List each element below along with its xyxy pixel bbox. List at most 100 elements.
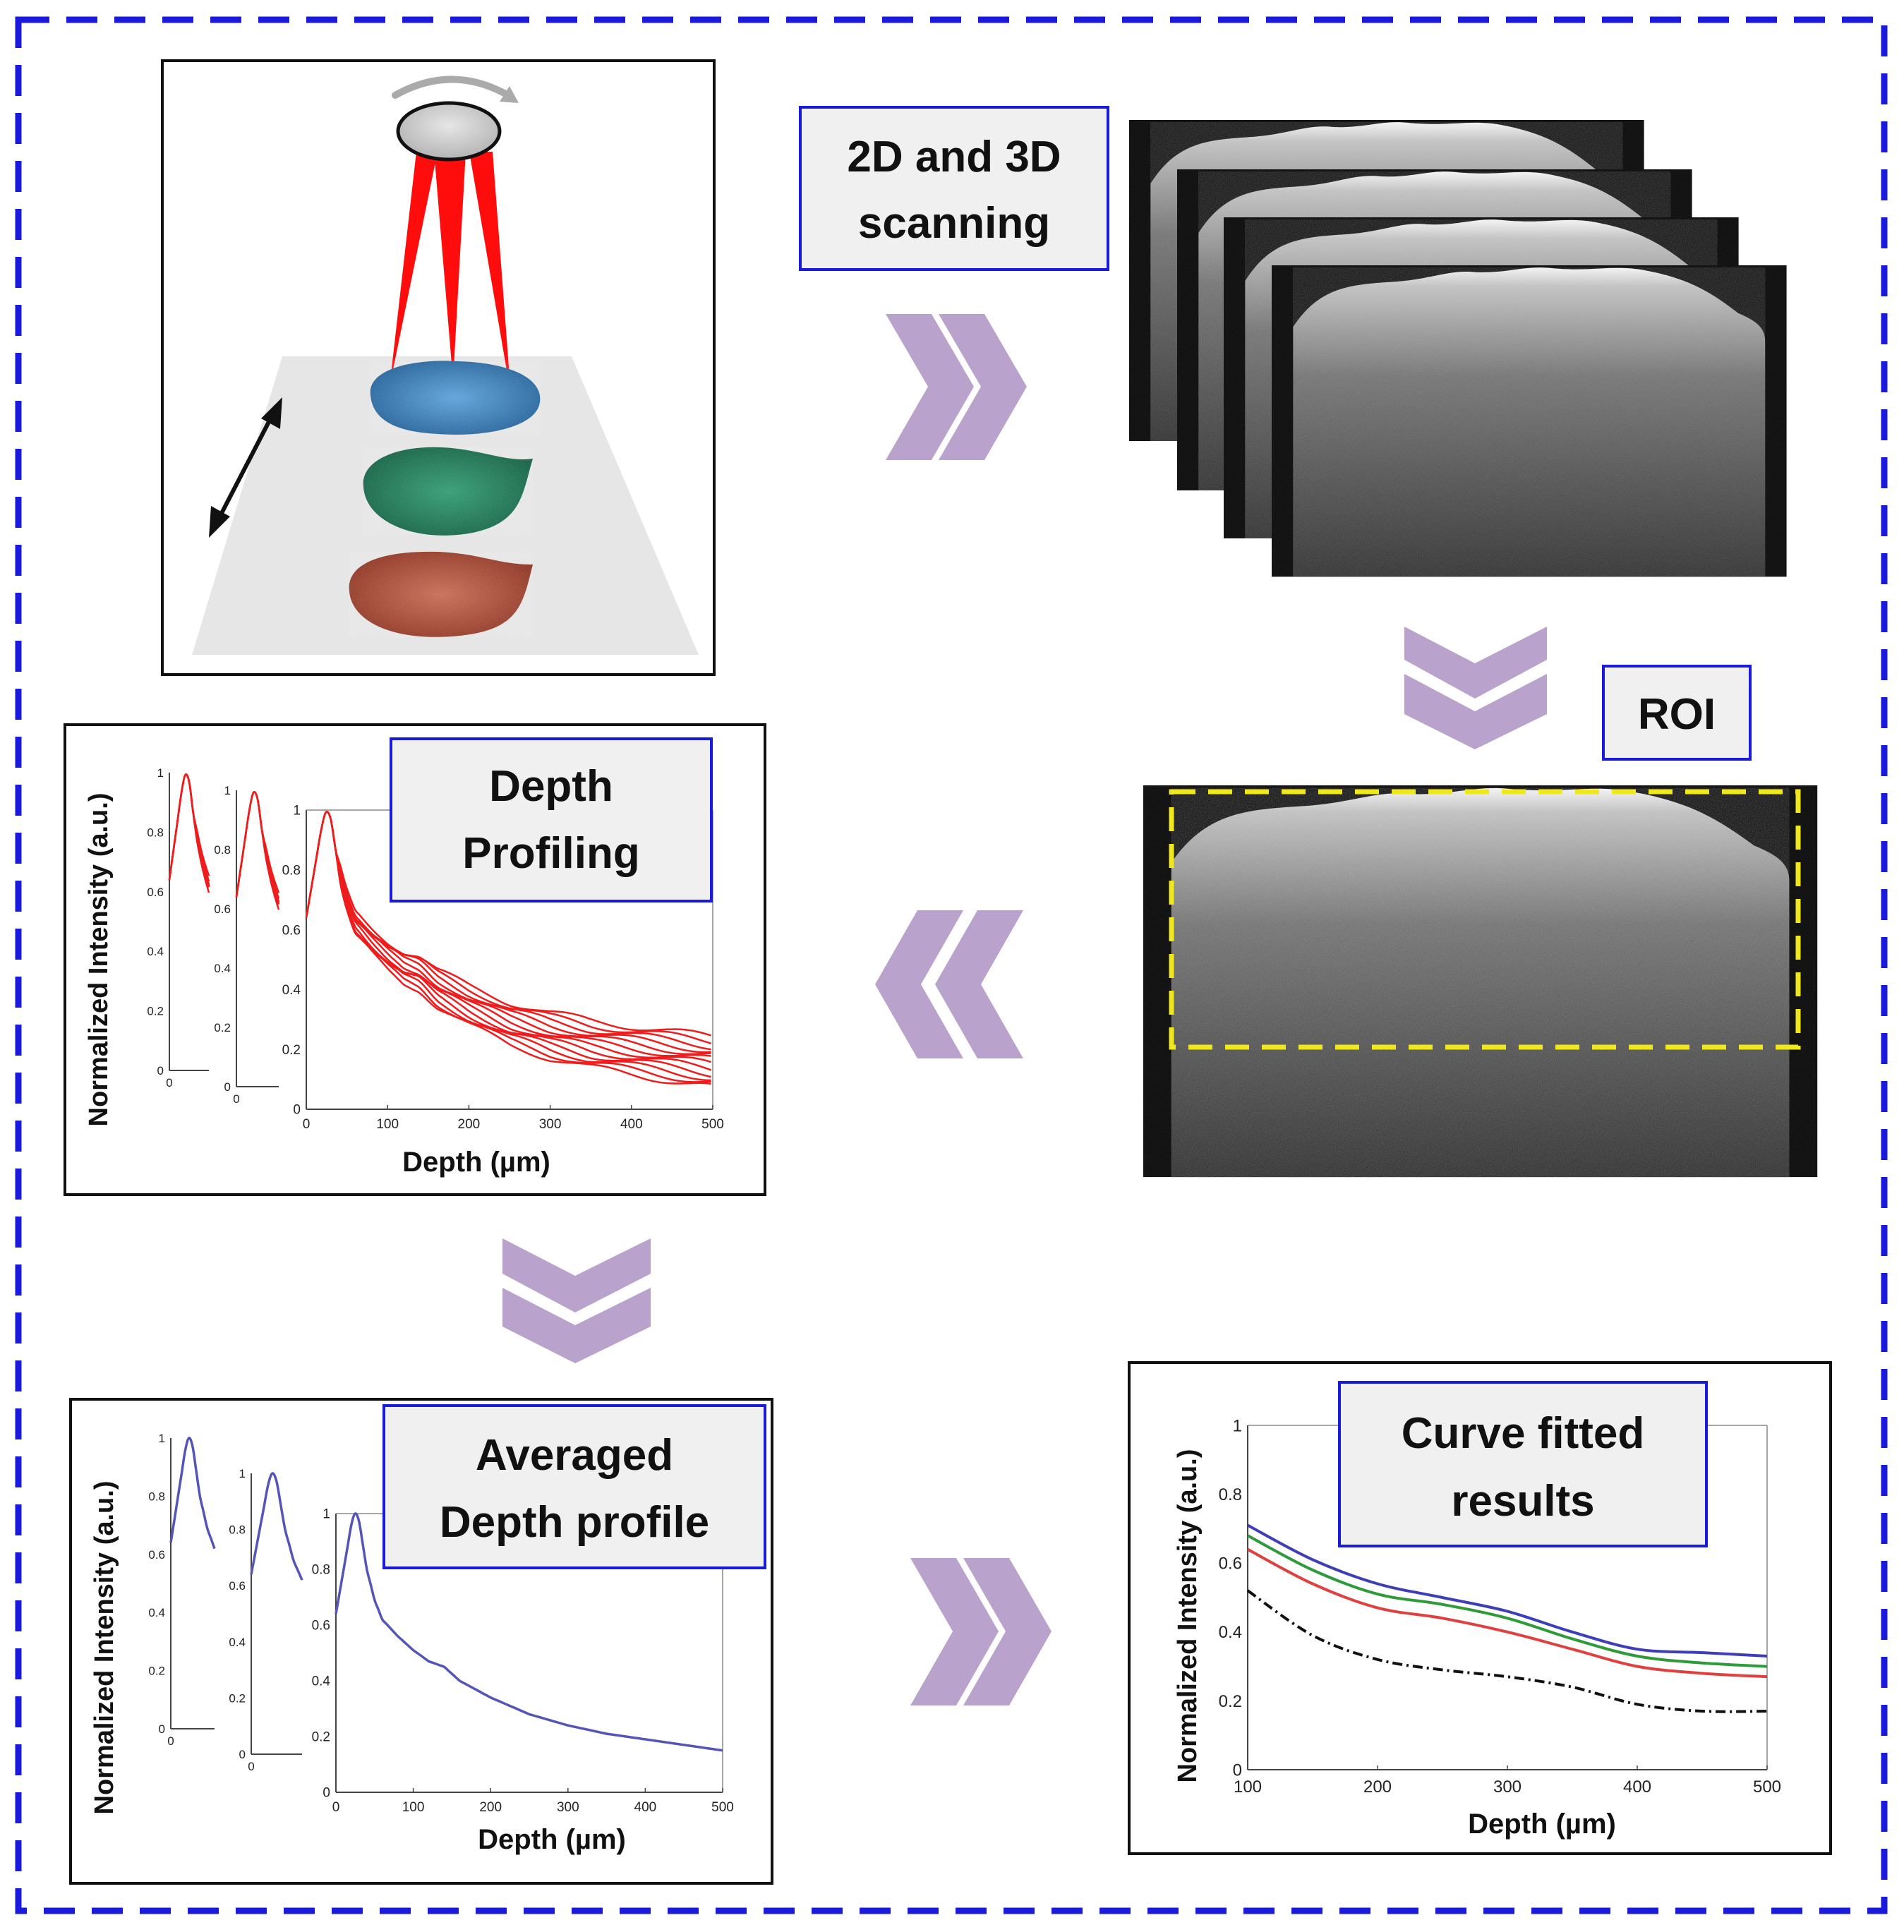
setup-illustration	[161, 59, 716, 676]
roi-label: ROI	[1638, 690, 1716, 739]
curve-fitted-label-line1: Curve fitted	[1402, 1409, 1644, 1458]
curve-fitted-ylabel: Normalized Intensity (a.u.)	[1173, 1449, 1203, 1783]
x-tick-label: 300	[557, 1800, 579, 1815]
y-tick-label: 0	[224, 1080, 231, 1094]
y-tick-label: 0.8	[147, 826, 164, 839]
y-tick-label: 0.2	[148, 1665, 165, 1678]
depth-profiling-ylabel: Normalized Intensity (a.u.)	[84, 793, 114, 1127]
oct-scan-stack	[1129, 120, 1787, 576]
x-tick-label: 500	[711, 1800, 734, 1815]
y-tick-label: 1	[224, 784, 231, 797]
y-tick-label: 0.2	[312, 1730, 330, 1745]
y-tick-label: 1	[239, 1467, 246, 1480]
y-tick-label: 0.8	[312, 1563, 330, 1578]
y-tick-label: 0.8	[282, 863, 301, 878]
fitted-curve-line	[1247, 1523, 1768, 1658]
y-tick-label: 0.8	[214, 843, 231, 857]
fitted-curve-line	[1247, 1534, 1768, 1668]
rotation-arrow-icon	[392, 76, 512, 99]
x-tick-label: 100	[1234, 1777, 1262, 1797]
roi-dashed-box	[1169, 789, 1801, 1050]
averaged-label-line2: Depth profile	[440, 1498, 709, 1547]
x-tick-label: 0	[233, 1092, 239, 1106]
chevron-arrow-icon	[502, 1238, 651, 1363]
scanning-label-line2: scanning	[858, 199, 1050, 248]
y-tick-label: 0.4	[282, 983, 301, 998]
averaged-profile-line	[335, 1512, 723, 1752]
averaged-profile-line	[250, 1472, 303, 1581]
chevron-arrow-icon	[875, 910, 1023, 1058]
y-tick-label: 0.2	[282, 1043, 301, 1058]
averaged-xlabel: Depth (µm)	[478, 1824, 626, 1855]
y-tick-label: 0.6	[214, 902, 231, 916]
y-tick-label: 0	[323, 1786, 330, 1801]
y-tick-label: 0.6	[1219, 1554, 1242, 1574]
chevron-arrow-icon	[1404, 627, 1547, 749]
y-tick-label: 0.4	[214, 962, 231, 975]
laser-beam-center	[434, 152, 466, 381]
x-tick-label: 0	[248, 1760, 254, 1773]
depth-profile-line	[305, 811, 711, 1056]
depth-profile-line	[305, 811, 711, 1083]
x-tick-label: 400	[634, 1800, 657, 1815]
curve-fitted-panel: Normalized Intensity (a.u.) Depth (µm) 1…	[1128, 1361, 1832, 1855]
x-tick-label: 300	[1493, 1777, 1522, 1797]
laser-beam-left	[390, 152, 438, 387]
depth-profiling-xlabel: Depth (µm)	[402, 1147, 550, 1178]
x-tick-label: 100	[402, 1800, 425, 1815]
curve-fitted-label-line2: results	[1451, 1477, 1594, 1526]
y-tick-label: 0.8	[148, 1490, 165, 1503]
fitted-curve-line	[1246, 1589, 1768, 1713]
depth-profiling-label-line2: Profiling	[462, 829, 639, 878]
y-tick-label: 0.6	[282, 923, 301, 938]
fitted-curve-line	[1247, 1547, 1768, 1679]
y-tick-label: 0	[157, 1064, 164, 1077]
x-tick-label: 200	[1363, 1777, 1392, 1797]
depth-profile-line	[305, 811, 711, 1085]
x-tick-label: 100	[376, 1117, 399, 1132]
y-tick-label: 0.6	[147, 886, 164, 899]
depth-profile-line	[305, 811, 712, 1063]
y-tick-label: 0.4	[148, 1606, 165, 1619]
averaged-label-line1: Averaged	[476, 1431, 673, 1480]
x-tick-label: 200	[458, 1117, 481, 1132]
y-tick-label: 0	[239, 1748, 246, 1761]
y-tick-label: 1	[159, 1432, 165, 1445]
depth-profiling-small-plot-2: 10.80.60.40.200	[214, 784, 280, 1106]
y-tick-label: 0.6	[148, 1548, 165, 1562]
depth-profile-line	[168, 773, 210, 893]
depth-profile-line	[305, 811, 711, 1057]
y-tick-label: 0.4	[312, 1674, 331, 1689]
depth-profile-line	[305, 811, 712, 1037]
depth-profile-line	[235, 791, 280, 910]
x-tick-label: 500	[1753, 1777, 1781, 1797]
averaged-ylabel: Normalized Intensity (a.u.)	[90, 1481, 119, 1815]
x-tick-label: 0	[303, 1117, 311, 1132]
x-tick-label: 300	[539, 1117, 562, 1132]
chevron-arrow-icon	[910, 1558, 1052, 1705]
scanning-lens-icon	[396, 101, 502, 162]
scanning-label-box: 2D and 3D scanning	[799, 106, 1109, 271]
y-tick-label: 0.8	[229, 1523, 246, 1537]
x-tick-label: 400	[1623, 1777, 1651, 1797]
scanning-label-line1: 2D and 3D	[847, 133, 1061, 181]
y-tick-label: 0.2	[229, 1691, 246, 1705]
x-tick-label: 0	[167, 1734, 174, 1748]
y-tick-label: 0.2	[1219, 1692, 1242, 1711]
curve-fitted-xlabel: Depth (µm)	[1468, 1809, 1616, 1840]
laser-beam-right	[469, 152, 511, 395]
y-tick-label: 0.8	[1219, 1485, 1242, 1504]
outer-dashed-frame	[15, 16, 1888, 1914]
y-tick-label: 0.4	[229, 1636, 246, 1649]
averaged-small-plot-1: 10.80.60.40.200	[148, 1432, 216, 1748]
y-tick-label: 0	[1233, 1761, 1242, 1780]
depth-profiling-small-plot-1: 10.80.60.40.200	[147, 766, 210, 1089]
roi-label-box: ROI	[1602, 665, 1752, 761]
x-tick-label: 400	[620, 1117, 643, 1132]
x-tick-label: 0	[332, 1800, 340, 1815]
y-tick-label: 0.4	[1219, 1623, 1242, 1642]
double-headed-arrow-icon	[209, 397, 282, 538]
y-tick-label: 0.6	[229, 1579, 246, 1593]
